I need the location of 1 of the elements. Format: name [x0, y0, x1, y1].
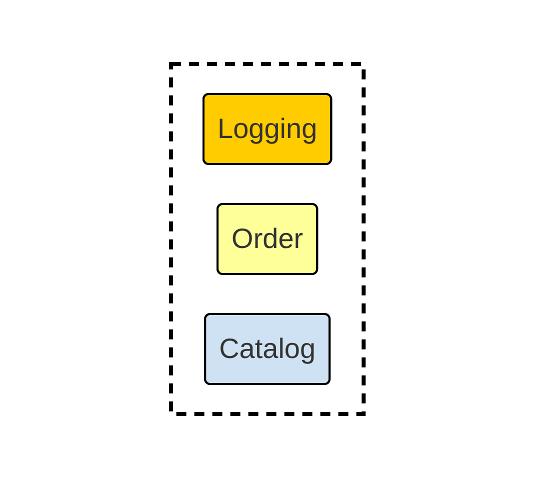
cluster [168, 62, 366, 416]
